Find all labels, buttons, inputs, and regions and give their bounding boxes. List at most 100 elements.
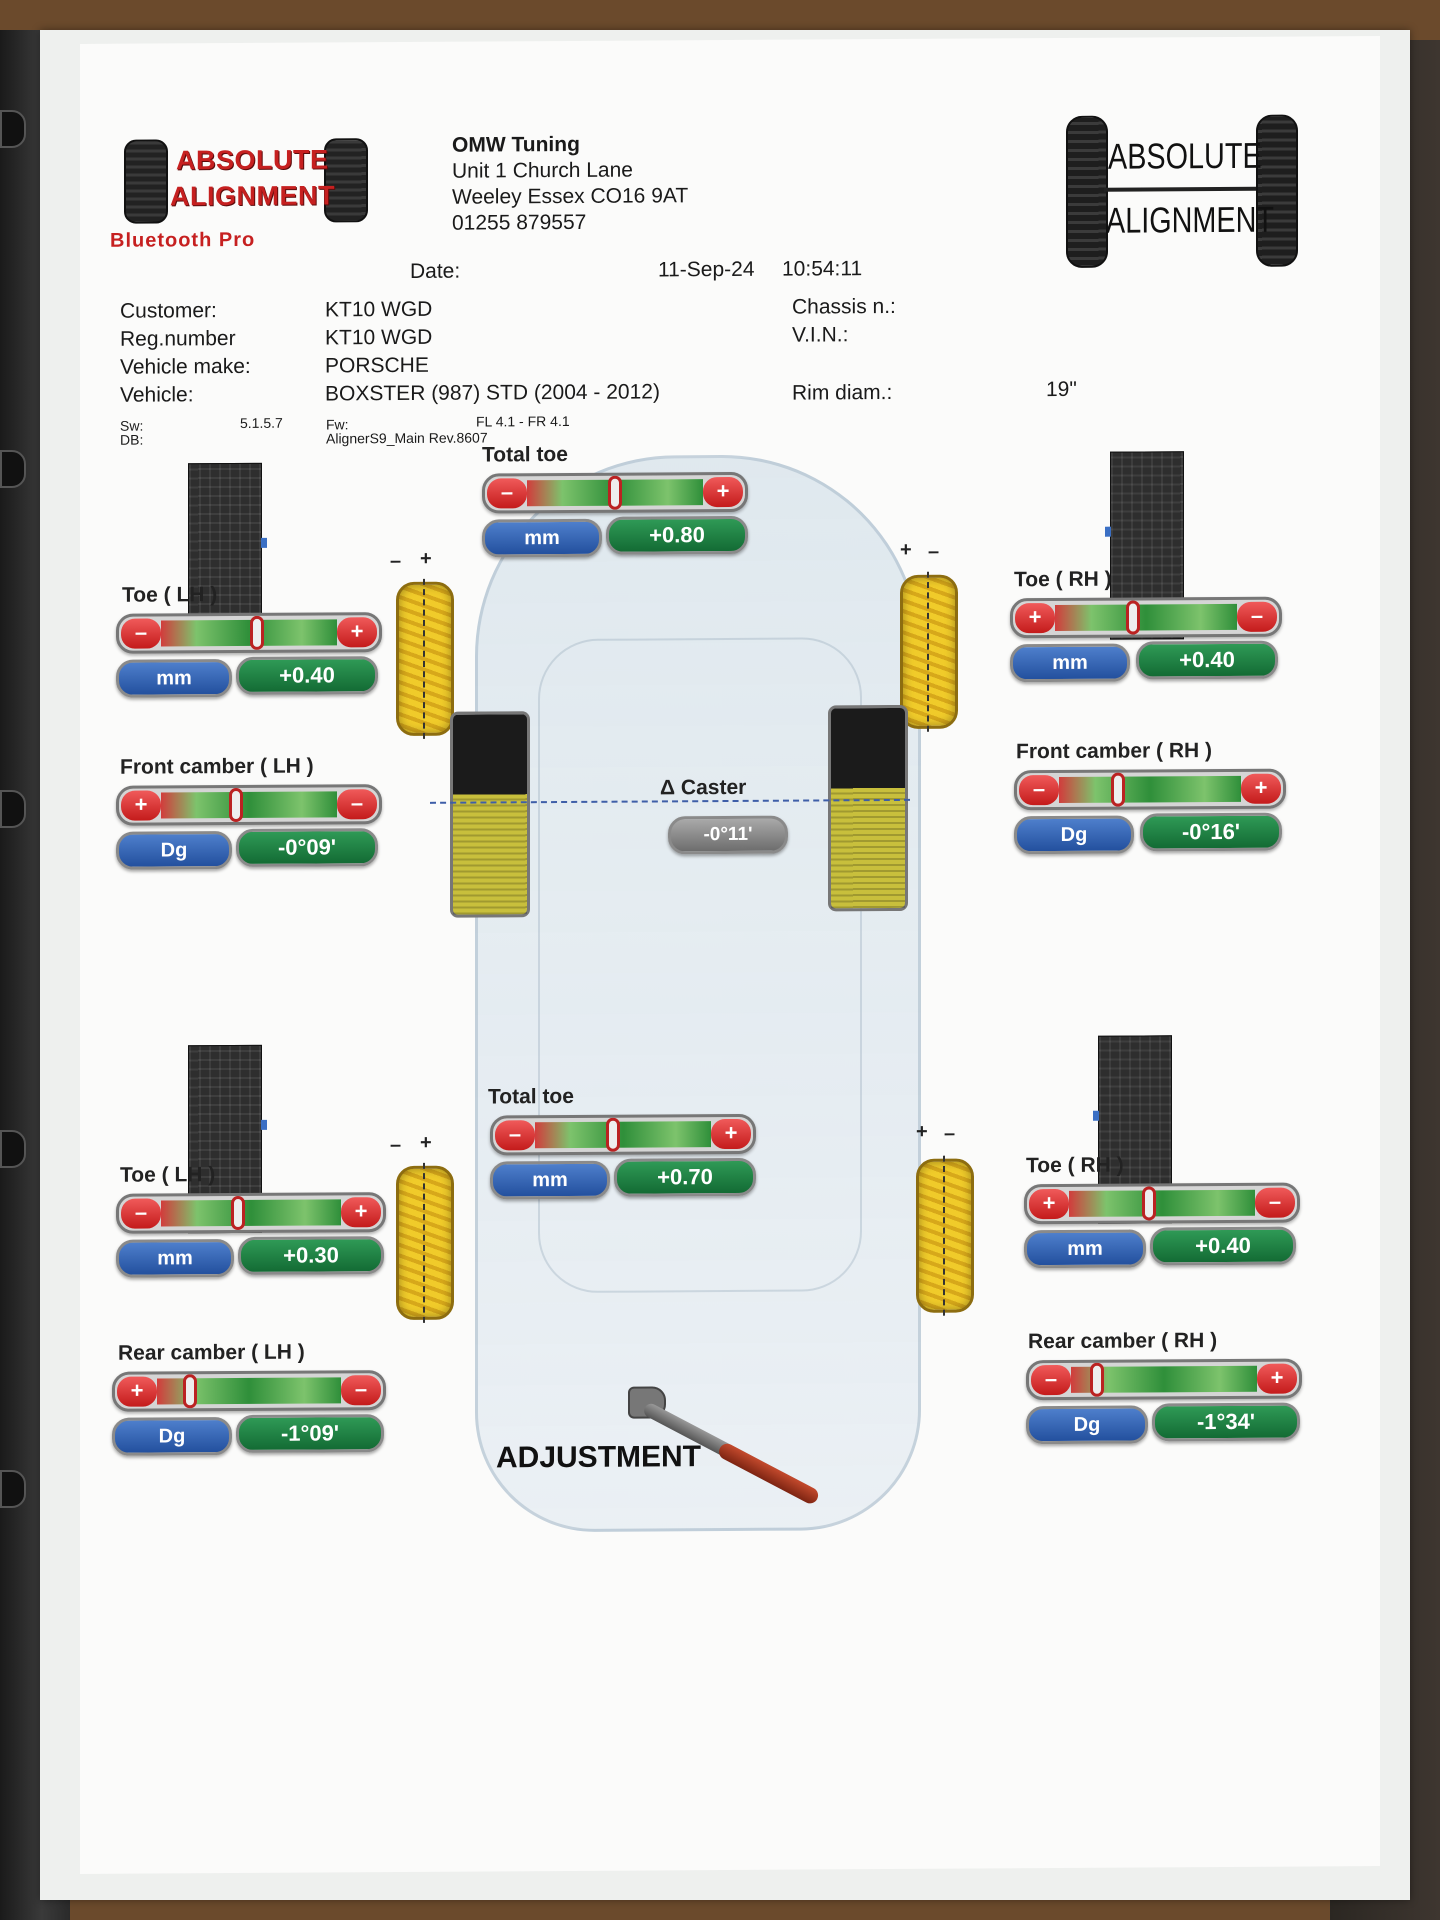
gauge-sign: + — [341, 1197, 381, 1228]
gauge-needle — [605, 1117, 620, 1152]
rear-toe-lh-value: +0.30 — [238, 1236, 384, 1276]
gauge-needle — [183, 1374, 198, 1409]
rear-toe-rh-label: Toe ( RH ) — [1026, 1153, 1124, 1178]
rear-right-wheel-icon — [916, 1155, 974, 1316]
front-left-wheel-icon — [396, 578, 454, 739]
front-camber-rh-gauge: –+ — [1014, 768, 1286, 811]
rear-toe-rh-unit: mm — [1024, 1229, 1146, 1269]
rear-camber-rh-value: -1°34' — [1152, 1402, 1300, 1442]
rear-camber-rh-label: Rear camber ( RH ) — [1028, 1329, 1218, 1354]
front-toe-lh-unit: mm — [116, 659, 232, 698]
front-camber-rh-unit: Dg — [1014, 815, 1134, 855]
caster-label: Δ Caster — [660, 775, 747, 800]
date-value: 11-Sep-24 — [658, 257, 755, 282]
rear-camber-lh-gauge: +– — [112, 1370, 386, 1412]
db-value: AlignerS9_Main Rev.8607 — [326, 429, 488, 447]
axle-line — [1104, 186, 1256, 192]
gauge-sign: + — [121, 790, 161, 821]
logo-right-line2: ALIGNMENT — [1106, 198, 1275, 241]
logo-left-line2: ALIGNMENT — [170, 180, 335, 212]
sign-plus: + — [900, 538, 912, 561]
front-camber-lh-gauge: +– — [116, 784, 382, 826]
gauge-sign: + — [1015, 603, 1055, 634]
vin-label: V.I.N.: — [792, 323, 849, 347]
gauge-sign: – — [337, 789, 377, 820]
front-toe-lh-gauge: –+ — [116, 612, 382, 654]
gauge-sign: + — [703, 476, 743, 508]
front-toe-rh-unit: mm — [1010, 643, 1130, 683]
sign-minus: – — [928, 540, 940, 563]
rear-left-wheel-icon — [396, 1162, 454, 1323]
gauge-sign: – — [487, 478, 527, 509]
gauge-sign: – — [121, 618, 161, 649]
sign-plus: + — [916, 1120, 928, 1143]
chassis-label: Chassis n.: — [792, 294, 896, 319]
caster-value: -0°11' — [668, 815, 788, 855]
rear-camber-rh-unit: Dg — [1026, 1405, 1148, 1445]
reg-label: Reg.number — [120, 327, 236, 351]
rear-toe-rh-value: +0.40 — [1150, 1226, 1296, 1266]
gauge-needle — [1089, 1362, 1104, 1397]
rear-camber-lh-value: -1°09' — [236, 1414, 384, 1454]
make-value: PORSCHE — [325, 353, 429, 378]
gauge-sign: – — [495, 1120, 535, 1151]
make-label: Vehicle make: — [120, 354, 251, 379]
front-toe-lh-label: Toe ( LH ) — [122, 583, 218, 607]
gauge-sign: + — [1257, 1363, 1297, 1394]
car-outline — [475, 453, 921, 1533]
front-right-wheel-icon — [900, 571, 958, 732]
gauge-sign: – — [121, 1198, 161, 1229]
fw-value: FL 4.1 - FR 4.1 — [476, 412, 570, 430]
customer-label: Customer: — [120, 299, 217, 323]
tire-icon — [124, 139, 168, 224]
gauge-sign: – — [1255, 1187, 1295, 1218]
logo-left-subtitle: Bluetooth Pro — [110, 228, 256, 252]
company-address-line2: Weeley Essex CO16 9AT — [452, 184, 689, 209]
gauge-sign: + — [117, 1376, 157, 1407]
front-camber-lh-value: -0°09' — [236, 828, 378, 868]
binder-ring — [0, 110, 26, 148]
binder-ring — [0, 450, 26, 488]
front-toe-lh-value: +0.40 — [236, 656, 378, 696]
front-toe-rh-value: +0.40 — [1136, 640, 1278, 680]
gauge-needle — [230, 1195, 245, 1231]
gauge-needle — [1141, 1186, 1156, 1221]
sign-plus: + — [420, 547, 432, 570]
rear-total-toe-label: Total toe — [488, 1084, 574, 1109]
rear-total-toe-value: +0.70 — [614, 1157, 756, 1197]
gauge-sign: – — [341, 1375, 381, 1406]
sign-minus: – — [390, 1134, 402, 1157]
front-total-toe-label: Total toe — [482, 442, 568, 467]
logo-left-line1: ABSOLUTE — [176, 144, 329, 176]
front-camber-lh-unit: Dg — [116, 831, 232, 870]
db-label: DB: — [120, 431, 144, 448]
gauge-sign: + — [711, 1118, 751, 1150]
rear-camber-lh-label: Rear camber ( LH ) — [118, 1340, 305, 1365]
company-address-line1: Unit 1 Church Lane — [452, 158, 633, 183]
front-toe-rh-label: Toe ( RH ) — [1014, 567, 1112, 592]
front-total-toe-gauge: –+ — [482, 471, 748, 514]
gauge-needle — [1111, 772, 1126, 807]
rear-total-toe-gauge: –+ — [490, 1113, 756, 1156]
customer-value: KT10 WGD — [325, 297, 433, 322]
caster-left-column — [450, 711, 530, 918]
rear-toe-lh-unit: mm — [116, 1239, 234, 1278]
sign-minus: – — [944, 1122, 956, 1145]
gauge-needle — [1125, 600, 1140, 635]
sw-value: 5.1.5.7 — [240, 414, 283, 431]
company-phone: 01255 879557 — [452, 210, 587, 235]
rear-toe-lh-label: Toe ( LH ) — [120, 1163, 216, 1187]
sign-minus: – — [390, 550, 402, 573]
rim-label: Rim diam.: — [792, 381, 893, 405]
front-camber-rh-label: Front camber ( RH ) — [1016, 739, 1213, 764]
rear-toe-lh-gauge: –+ — [116, 1192, 386, 1234]
reg-value: KT10 WGD — [325, 325, 433, 350]
gauge-sign: – — [1237, 601, 1277, 632]
front-total-toe-value: +0.80 — [606, 515, 748, 555]
gauge-sign: – — [1031, 1364, 1071, 1396]
front-camber-lh-label: Front camber ( LH ) — [120, 754, 314, 779]
binder-ring — [0, 790, 26, 828]
date-label: Date: — [410, 259, 461, 283]
front-toe-rh-gauge: +– — [1010, 596, 1282, 639]
vehicle-value: BOXSTER (987) STD (2004 - 2012) — [325, 380, 660, 406]
